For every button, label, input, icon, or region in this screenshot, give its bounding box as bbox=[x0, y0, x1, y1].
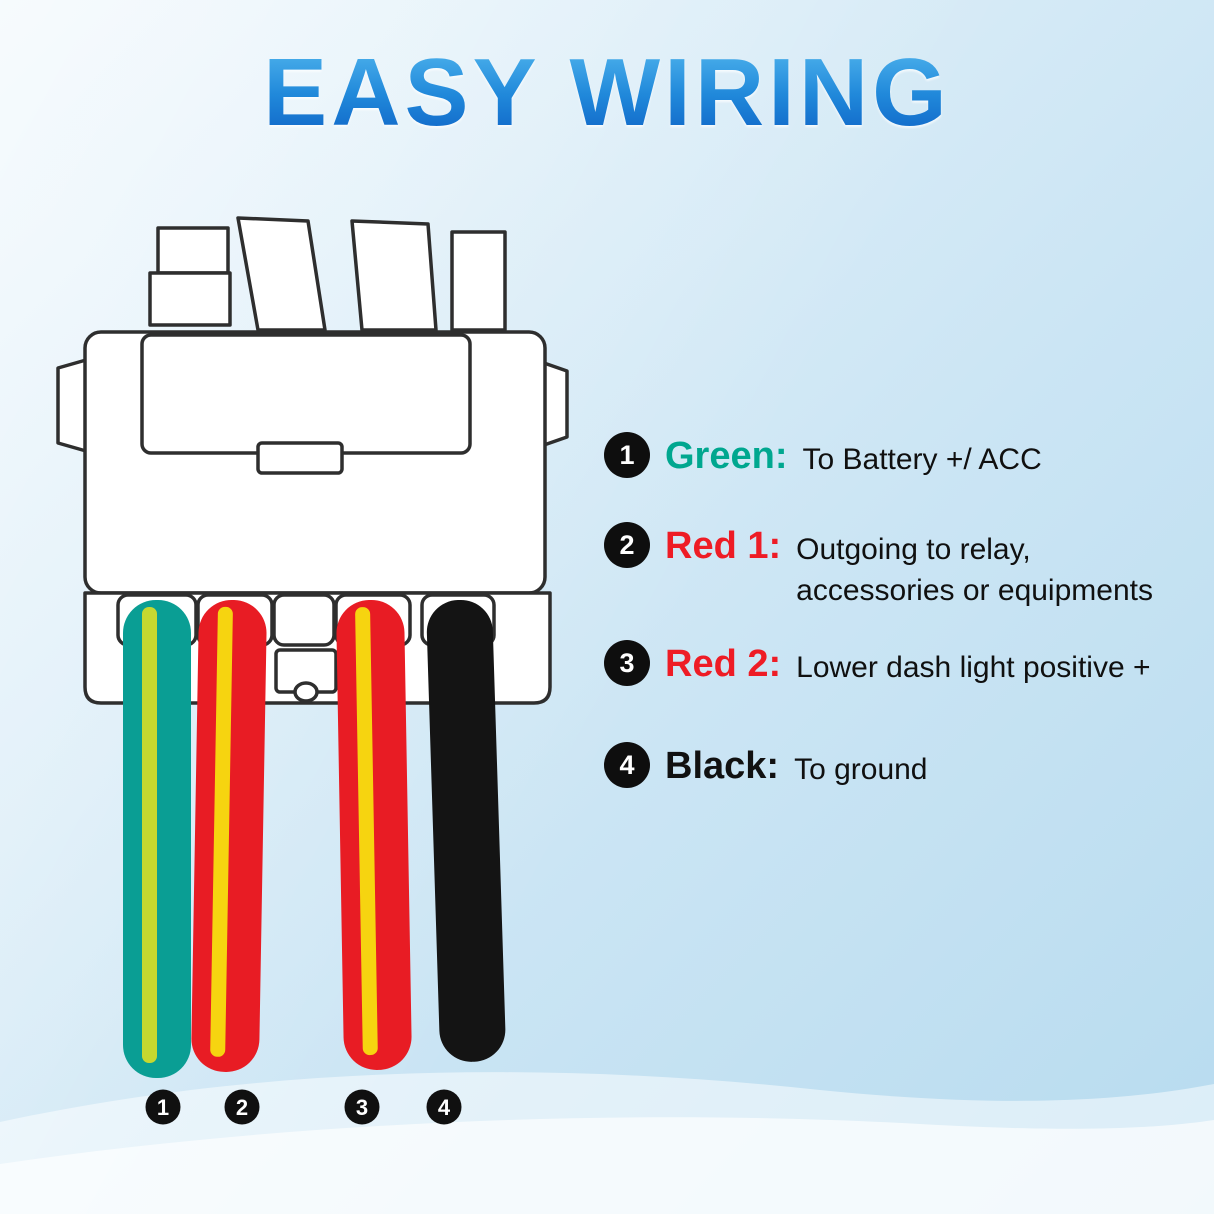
legend: 1 Green: To Battery +/ ACC 2 Red 1: Outg… bbox=[604, 0, 1214, 1214]
connector-prong-middle-right bbox=[350, 219, 438, 332]
wire-4-badge-circle bbox=[426, 1089, 462, 1125]
legend-badge-3: 3 bbox=[604, 640, 650, 686]
wire-2-stripe bbox=[210, 606, 233, 1057]
connector-diagram: 1 2 3 4 bbox=[56, 216, 569, 1125]
connector-face bbox=[140, 333, 472, 455]
wire-1-badge-number: 1 bbox=[157, 1095, 169, 1120]
legend-desc-black-line1: To ground bbox=[794, 753, 928, 786]
legend-desc-green-line1: To Battery +/ ACC bbox=[802, 443, 1042, 476]
wire-2-badge-number: 2 bbox=[236, 1095, 248, 1120]
legend-badge-4: 4 bbox=[604, 742, 650, 788]
legend-desc-red2-line1: Lower dash light positive + bbox=[796, 651, 1151, 684]
wire-2-red1 bbox=[191, 599, 267, 1072]
connector-tab-left-bottom bbox=[148, 271, 232, 327]
wire-3-badge-number: 3 bbox=[356, 1095, 368, 1120]
wire-3-red2 bbox=[336, 599, 412, 1070]
wire-1-number-badge: 1 bbox=[145, 1089, 181, 1125]
legend-desc-red1-line2: accessories or equipments bbox=[796, 573, 1153, 607]
connector-tab-left-top bbox=[156, 226, 230, 275]
legend-desc-red1: Outgoing to relay, accessories or equipm… bbox=[796, 530, 1153, 611]
wire-1-stripe bbox=[142, 607, 157, 1063]
wire-2-number-badge: 2 bbox=[224, 1089, 260, 1125]
legend-badge-4-number: 4 bbox=[619, 749, 635, 780]
legend-badge-1: 1 bbox=[604, 432, 650, 478]
wire-number-badges: 1 2 3 4 bbox=[145, 1089, 462, 1125]
wave-layer-front bbox=[0, 1117, 1214, 1214]
legend-label-black: Black: bbox=[665, 745, 780, 787]
connector-ear-left bbox=[56, 358, 88, 453]
wire-slot-empty bbox=[272, 593, 336, 647]
legend-desc-black: To ground bbox=[794, 750, 927, 791]
housing-center-notch bbox=[293, 681, 319, 703]
connector-prong-middle-left bbox=[236, 216, 327, 332]
legend-item-black: 4 Black: To ground bbox=[604, 742, 928, 791]
legend-desc-red2: Lower dash light positive + bbox=[796, 648, 1150, 689]
legend-label-red1: Red 1: bbox=[665, 525, 782, 567]
legend-badge-2: 2 bbox=[604, 522, 650, 568]
connector-ear-right bbox=[542, 361, 569, 447]
legend-desc-green: To Battery +/ ACC bbox=[802, 440, 1041, 481]
legend-badge-3-number: 3 bbox=[619, 647, 635, 678]
wire-2-badge-circle bbox=[224, 1089, 260, 1125]
legend-badge-2-number: 2 bbox=[619, 529, 635, 560]
legend-desc-red1-line1: Outgoing to relay, bbox=[796, 533, 1031, 566]
wire-3-number-badge: 3 bbox=[344, 1089, 380, 1125]
legend-label-red2: Red 2: bbox=[665, 643, 782, 685]
wire-3-badge-circle bbox=[344, 1089, 380, 1125]
legend-label-green: Green: bbox=[665, 435, 788, 477]
wire-4-badge-number: 4 bbox=[438, 1095, 451, 1120]
connector-tab-right bbox=[450, 230, 507, 332]
wire-4-body bbox=[426, 599, 506, 1062]
bottom-wave-decoration bbox=[0, 1072, 1214, 1214]
wire-4-black bbox=[426, 599, 506, 1062]
page-title: EASY WIRING bbox=[0, 38, 1214, 148]
wire-4-number-badge: 4 bbox=[426, 1089, 462, 1125]
wire-3-stripe bbox=[355, 607, 378, 1056]
wire-1-badge-circle bbox=[145, 1089, 181, 1125]
wire-1-green bbox=[123, 600, 191, 1078]
legend-item-green: 1 Green: To Battery +/ ACC bbox=[604, 432, 1042, 481]
legend-item-red1: 2 Red 1: Outgoing to relay, accessories … bbox=[604, 522, 1153, 611]
legend-item-red2: 3 Red 2: Lower dash light positive + bbox=[604, 640, 1151, 689]
legend-badge-1-number: 1 bbox=[619, 439, 635, 470]
connector-face-notch bbox=[256, 441, 344, 475]
